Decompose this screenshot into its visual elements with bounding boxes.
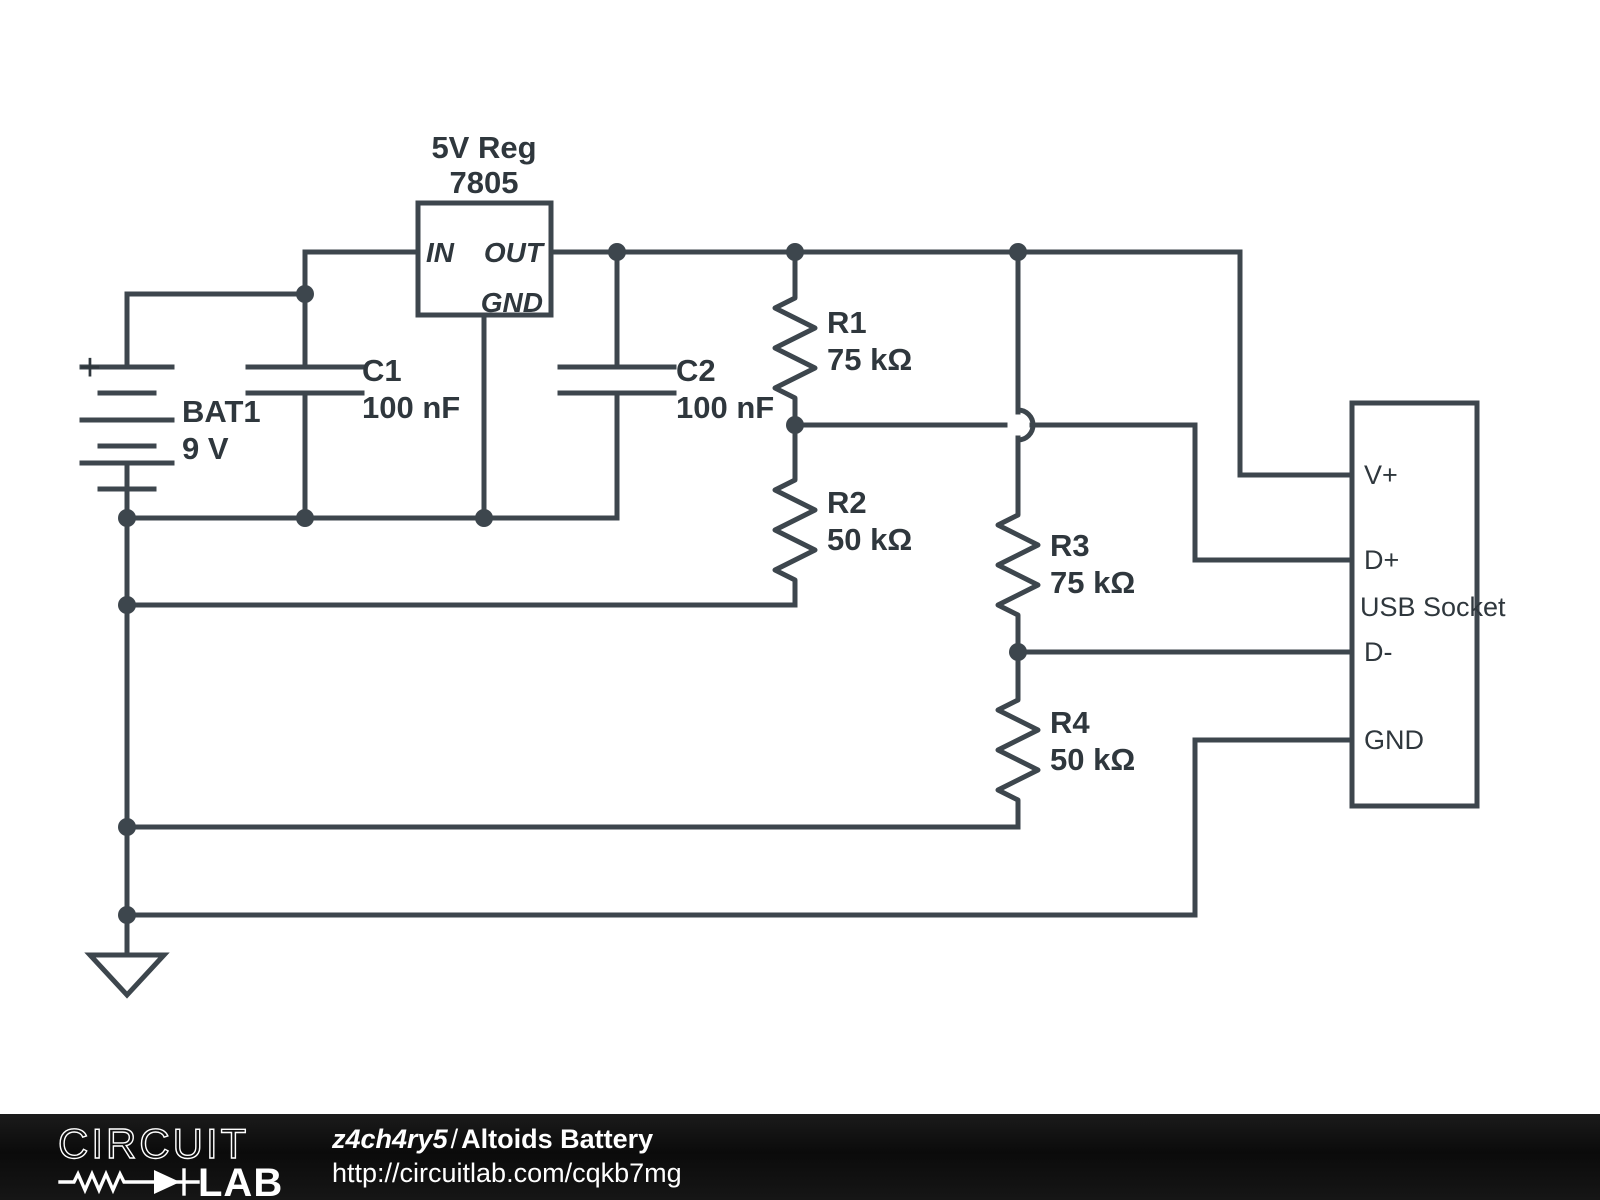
node-dot-c1-gnd bbox=[296, 509, 314, 527]
logo-circuit-text: CIRCUIT bbox=[58, 1120, 249, 1167]
regulator-pin-out-label: OUT bbox=[484, 237, 546, 268]
resistor-r1-body bbox=[772, 285, 818, 428]
logo-lab-text: LAB bbox=[198, 1161, 283, 1198]
battery-polarity-plus: + bbox=[79, 347, 101, 389]
node-dot-gnd-r4 bbox=[118, 818, 136, 836]
usb-pin-gnd-label: GND bbox=[1364, 725, 1424, 755]
regulator-pin-gnd-label: GND bbox=[481, 287, 543, 318]
r4-value-label: 50 kΩ bbox=[1050, 742, 1135, 777]
regulator-name-label: 5V Reg bbox=[431, 130, 536, 165]
node-dot-reg-gnd bbox=[475, 509, 493, 527]
regulator-body bbox=[415, 200, 554, 318]
node-dot-divider2 bbox=[1009, 643, 1027, 661]
regulator-pin-in-label: IN bbox=[426, 237, 455, 268]
resistor-r2-body bbox=[772, 467, 818, 608]
usb-socket-body bbox=[1349, 400, 1480, 809]
footer-author: z4ch4ry5 bbox=[332, 1124, 448, 1154]
footer-separator: / bbox=[450, 1124, 459, 1154]
circuitlab-logo: CIRCUIT LAB bbox=[58, 1120, 283, 1198]
c1-ref-label: C1 bbox=[362, 353, 402, 388]
capacitor-c1-symbol bbox=[245, 364, 365, 396]
usb-pin-dminus-label: D- bbox=[1364, 637, 1393, 667]
node-dot-divider1 bbox=[786, 416, 804, 434]
node-dot-gnd-r2 bbox=[118, 596, 136, 614]
battery-value-label: 9 V bbox=[182, 431, 229, 466]
wire-usb-gnd bbox=[124, 737, 1355, 918]
r2-ref-label: R2 bbox=[827, 485, 867, 520]
wire-divider1-to-dplus bbox=[1029, 422, 1198, 563]
node-dot-reg-in bbox=[296, 285, 314, 303]
footer-credit: z4ch4ry5/Altoids Battery http://circuitl… bbox=[332, 1122, 682, 1190]
battery-symbol bbox=[79, 364, 175, 492]
resistor-r4-body bbox=[995, 687, 1041, 830]
r1-ref-label: R1 bbox=[827, 305, 867, 340]
resistor-r3-body bbox=[995, 502, 1041, 655]
node-dot-r1-top bbox=[786, 243, 804, 261]
footer-project-name: Altoids Battery bbox=[461, 1124, 654, 1154]
wire-bat-positive bbox=[124, 291, 308, 370]
regulator-part-label: 7805 bbox=[450, 165, 519, 200]
capacitor-c2-symbol bbox=[557, 364, 677, 396]
c2-ref-label: C2 bbox=[676, 353, 716, 388]
usb-pin-vplus-label: V+ bbox=[1364, 460, 1398, 490]
c2-value-label: 100 nF bbox=[676, 390, 774, 425]
node-dot-r3-branch bbox=[1009, 243, 1027, 261]
node-dot-gnd-rail bbox=[118, 509, 136, 527]
usb-pin-dplus-label: D+ bbox=[1364, 545, 1399, 575]
r3-ref-label: R3 bbox=[1050, 528, 1090, 563]
ground-symbol-icon bbox=[84, 952, 170, 999]
r2-value-label: 50 kΩ bbox=[827, 522, 912, 557]
r1-value-label: 75 kΩ bbox=[827, 342, 912, 377]
r3-value-label: 75 kΩ bbox=[1050, 565, 1135, 600]
footer-url[interactable]: http://circuitlab.com/cqkb7mg bbox=[332, 1158, 682, 1188]
footer-bar: CIRCUIT LAB z4ch4ry5/Altoids Battery htt… bbox=[0, 1114, 1600, 1200]
wire-hop-jumper bbox=[1015, 407, 1036, 443]
r4-ref-label: R4 bbox=[1050, 705, 1090, 740]
wire-usb-vplus bbox=[1237, 249, 1355, 478]
usb-socket-label: USB Socket bbox=[1360, 592, 1506, 622]
node-dot-c2-top bbox=[608, 243, 626, 261]
logo-diode-triangle-icon bbox=[154, 1170, 180, 1194]
c1-value-label: 100 nF bbox=[362, 390, 460, 425]
footer-title-line: z4ch4ry5/Altoids Battery bbox=[332, 1122, 682, 1156]
battery-ref-label: BAT1 bbox=[182, 394, 261, 429]
wire-reg-in bbox=[302, 249, 421, 297]
